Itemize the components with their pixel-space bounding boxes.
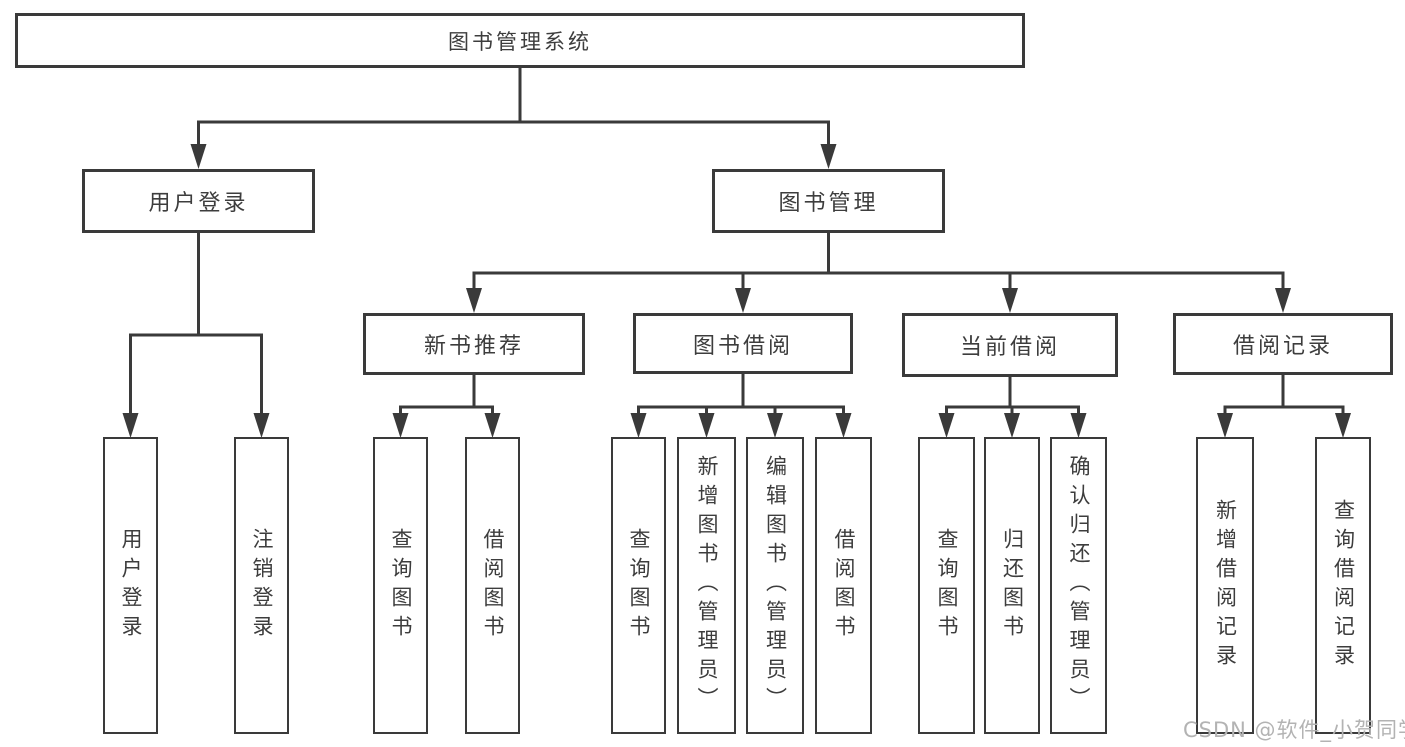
leaf-query-books-borrowing: 查询图书 [611,437,666,734]
node-new-book-recommendation: 新书推荐 [363,313,585,375]
leaf-add-books-admin: 新增图书（管理员） [677,437,736,734]
leaf-add-borrow-record: 新增借阅记录 [1196,437,1254,734]
leaf-borrow-books-recommend: 借阅图书 [465,437,520,734]
node-library-management-system: 图书管理系统 [15,13,1025,68]
node-book-management: 图书管理 [712,169,945,233]
leaf-return-books: 归还图书 [984,437,1040,734]
node-book-borrowing: 图书借阅 [633,313,853,374]
connector-path [129,68,1345,416]
leaf-query-borrow-record: 查询借阅记录 [1315,437,1371,734]
leaf-query-books-recommend: 查询图书 [373,437,428,734]
csdn-watermark: CSDN @软件_小贺同学 [1183,718,1405,742]
arrowheads [122,144,1351,438]
leaf-user-login: 用户登录 [103,437,158,734]
leaf-logout: 注销登录 [234,437,289,734]
leaf-edit-books-admin: 编辑图书（管理员） [746,437,804,734]
node-current-borrowing: 当前借阅 [902,313,1118,377]
leaf-confirm-return-admin: 确认归还（管理员） [1050,437,1107,734]
node-user-login: 用户登录 [82,169,315,233]
leaf-query-books-current: 查询图书 [918,437,975,734]
leaf-borrow-books-borrowing: 借阅图书 [815,437,872,734]
node-borrowing-records: 借阅记录 [1173,313,1393,375]
